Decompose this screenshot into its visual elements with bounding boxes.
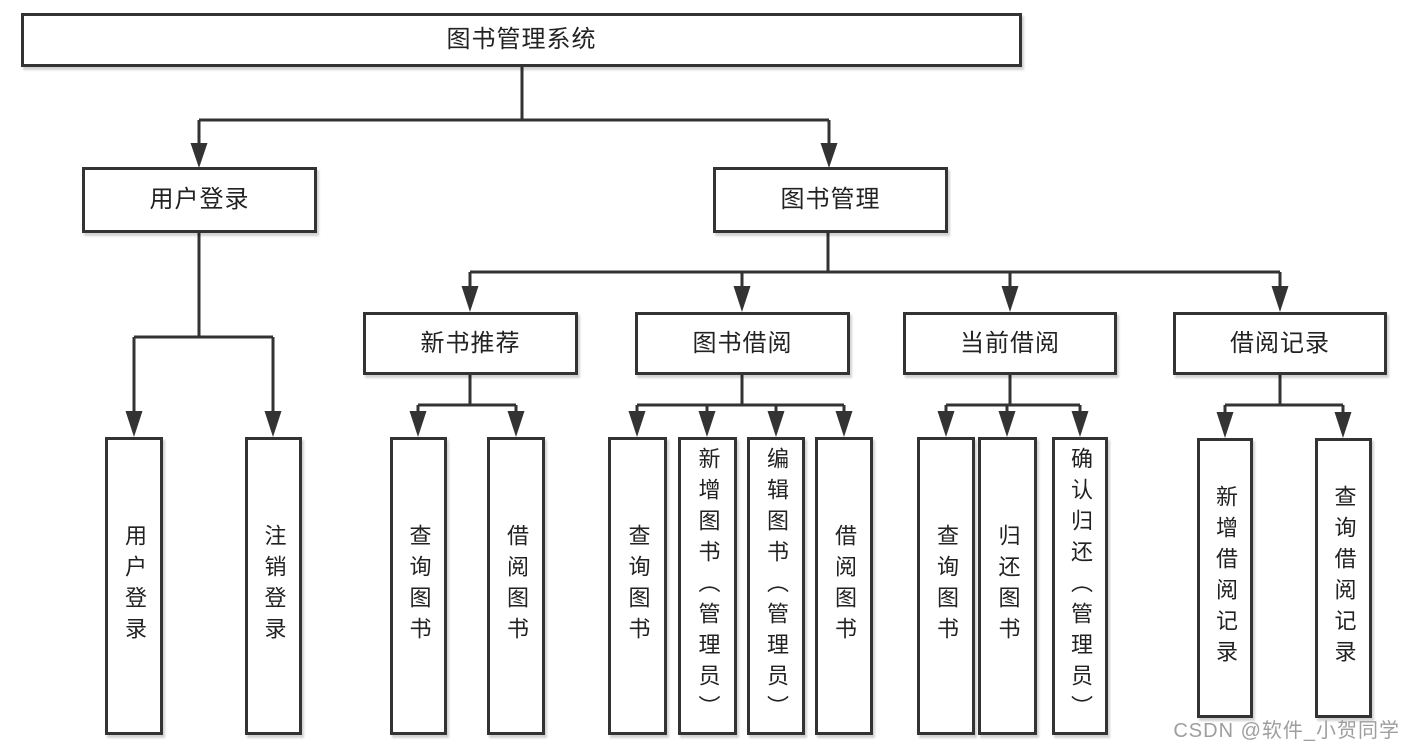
leaf-add-books-admin: 新增图书（管理员） (678, 437, 737, 735)
node-borrowing-records: 借阅记录 (1173, 312, 1387, 375)
node-book-borrowing: 图书借阅 (635, 312, 850, 375)
node-current-borrowing: 当前借阅 (903, 312, 1117, 375)
connector-current-borrowing-children (944, 375, 1082, 414)
connector-book-borrowing-children (635, 375, 846, 414)
node-library-management-system: 图书管理系统 (21, 13, 1022, 67)
connector-root-to-level2 (197, 67, 831, 146)
node-new-book-recommend: 新书推荐 (363, 312, 578, 375)
arrowheads-user-login-children (125, 411, 282, 437)
leaf-add-borrow-record: 新增借阅记录 (1197, 438, 1253, 718)
leaf-user-login: 用户登录 (105, 437, 163, 735)
watermark: CSDN @软件_小贺同学 (1173, 720, 1400, 742)
connector-borrowing-records-children (1223, 375, 1345, 415)
leaf-edit-books-admin: 编辑图书（管理员） (747, 437, 805, 735)
leaf-return-books: 归还图书 (978, 437, 1037, 735)
arrowheads-new-book-recommend (409, 411, 525, 437)
leaf-query-books-current: 查询图书 (917, 437, 975, 735)
arrowheads-level3 (461, 286, 1289, 312)
arrowheads-borrowing-records (1216, 412, 1352, 438)
node-book-management: 图书管理 (713, 167, 948, 233)
node-user-login: 用户登录 (82, 167, 317, 233)
connector-new-book-recommend-children (416, 375, 518, 414)
leaf-borrow-books-borrowing: 借阅图书 (815, 437, 873, 735)
leaf-query-books-recommend: 查询图书 (390, 437, 447, 735)
leaf-logout-login: 注销登录 (245, 437, 302, 735)
leaf-borrow-books-recommend: 借阅图书 (487, 437, 545, 735)
arrowheads-level2 (190, 143, 838, 168)
arrowheads-book-borrowing (628, 411, 853, 437)
connector-user-login-children (132, 232, 275, 414)
leaf-query-borrow-record: 查询借阅记录 (1315, 438, 1372, 718)
leaf-confirm-return-admin: 确认归还（管理员） (1052, 437, 1108, 735)
arrowheads-current-borrowing (937, 411, 1089, 437)
leaf-query-books-borrowing: 查询图书 (608, 437, 667, 735)
connector-book-management-children (468, 233, 1282, 289)
